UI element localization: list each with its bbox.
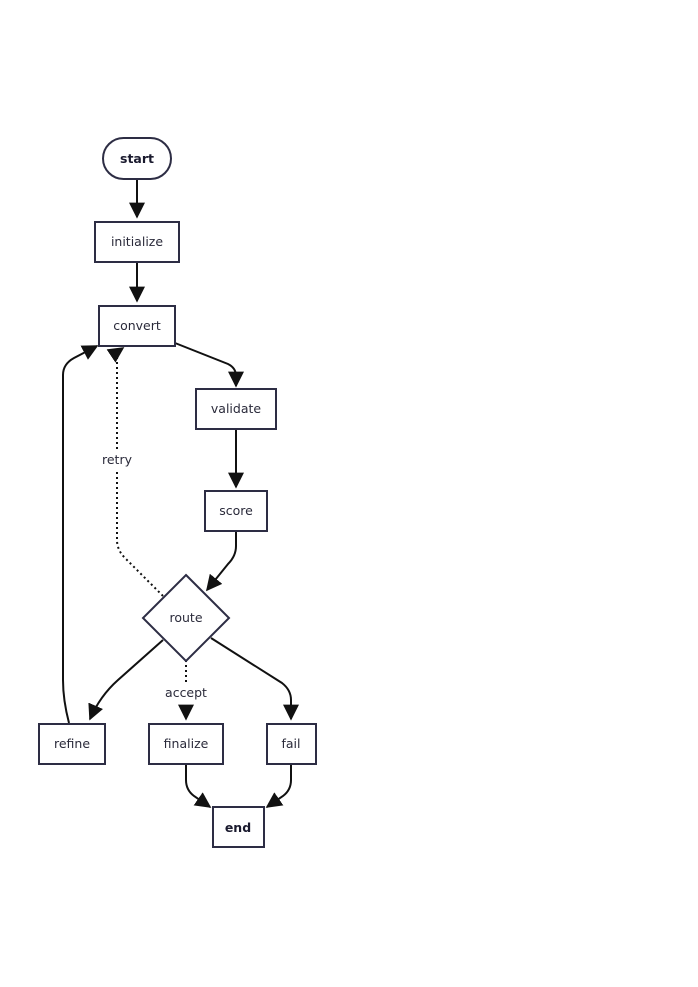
edge-route-refine — [88, 639, 164, 721]
node-route-label: route — [169, 610, 202, 625]
retry-label-bg — [99, 450, 135, 470]
node-start-label: start — [120, 151, 154, 166]
node-finalize: finalize — [148, 723, 224, 765]
node-score: score — [204, 490, 268, 532]
node-convert: convert — [98, 305, 176, 347]
node-fail: fail — [266, 723, 317, 765]
node-start: start — [102, 137, 172, 180]
node-score-label: score — [219, 503, 253, 518]
node-validate: validate — [195, 388, 277, 430]
node-end-label: end — [225, 820, 251, 835]
edge-label-retry: retry — [102, 452, 133, 467]
edge-refine-convert — [62, 345, 99, 724]
node-fail-label: fail — [281, 736, 300, 751]
node-finalize-label: finalize — [164, 736, 209, 751]
edge-route-fail — [210, 637, 299, 721]
edge-score-route — [205, 531, 237, 592]
node-validate-label: validate — [211, 401, 261, 416]
edge-fail-end — [265, 764, 292, 808]
node-refine-label: refine — [54, 736, 90, 751]
node-initialize-label: initialize — [111, 234, 163, 249]
edge-label-accept: accept — [165, 685, 207, 700]
node-initialize: initialize — [94, 221, 180, 263]
node-convert-label: convert — [113, 318, 161, 333]
edge-convert-validate — [174, 342, 244, 388]
node-refine: refine — [38, 723, 106, 765]
edge-route-convert-retry — [106, 347, 164, 597]
node-route: route — [141, 573, 231, 663]
edge-finalize-end — [185, 764, 212, 808]
node-end: end — [212, 806, 265, 848]
accept-label-bg — [162, 683, 210, 703]
